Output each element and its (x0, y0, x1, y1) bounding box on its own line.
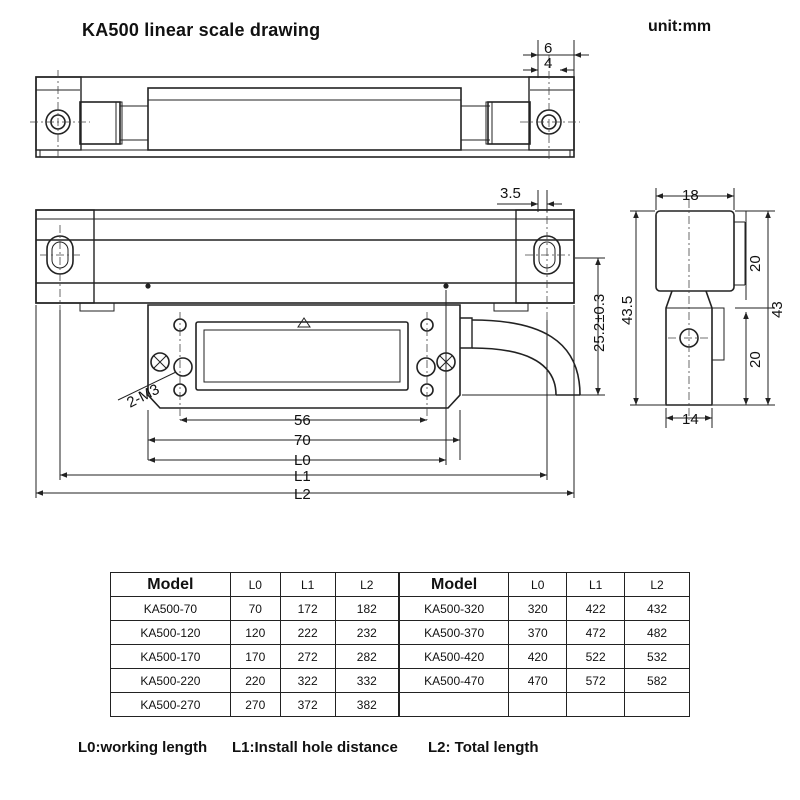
header-l1: L1 (566, 572, 626, 597)
dim-3-5: 3.5 (500, 185, 521, 202)
header-l0: L0 (508, 572, 568, 597)
model-cell: KA500-270 (110, 692, 231, 717)
l0-cell (508, 692, 568, 717)
legend-l2: L2: Total length (428, 739, 539, 756)
legend-l0: L0:working length (78, 739, 208, 756)
model-cell: KA500-170 (110, 644, 231, 669)
dim-l2: L2 (294, 486, 311, 503)
l0-cell: 120 (229, 620, 281, 645)
legend-l1: L1:Install hole distance (232, 739, 398, 756)
l2-cell (624, 692, 690, 717)
l2-cell: 532 (624, 644, 690, 669)
dim-l0: L0 (294, 452, 311, 469)
dim-2-m3: 2-M3 (124, 381, 162, 412)
dim-43: 43 (769, 301, 786, 318)
technical-drawing: 6 4 (30, 40, 786, 503)
header-l2: L2 (334, 572, 400, 597)
l0-cell: 170 (229, 644, 281, 669)
l1-cell: 172 (279, 596, 336, 621)
l1-cell: 372 (279, 692, 336, 717)
table-row: KA500-170 170 272 282 KA500-420 420 522 … (110, 644, 690, 669)
dim-56: 56 (294, 412, 311, 429)
l1-cell: 222 (279, 620, 336, 645)
dim-20-upper: 20 (747, 255, 764, 272)
model-table: Model L0 L1 L2 Model L0 L1 L2 KA500-70 7… (110, 572, 690, 717)
table-row: KA500-270 270 372 382 (110, 692, 690, 717)
header-l2: L2 (624, 572, 690, 597)
dim-18: 18 (682, 187, 699, 204)
dim-l1: L1 (294, 468, 311, 485)
dim-6: 6 (544, 40, 552, 57)
l2-cell: 382 (334, 692, 400, 717)
dim-43-5: 43.5 (619, 296, 636, 325)
l2-cell: 182 (334, 596, 400, 621)
front-dims (35, 190, 605, 498)
table-row: KA500-220 220 322 332 KA500-470 470 572 … (110, 668, 690, 693)
front-view-centerlines (40, 200, 570, 420)
dim-20-lower: 20 (747, 351, 764, 368)
model-cell: KA500-70 (110, 596, 231, 621)
table-row: KA500-70 70 172 182 KA500-320 320 422 43… (110, 596, 690, 621)
l0-cell: 370 (508, 620, 568, 645)
model-cell (397, 692, 510, 717)
table-header-row: Model L0 L1 L2 Model L0 L1 L2 (110, 572, 690, 597)
dim-14: 14 (682, 411, 699, 428)
l0-cell: 270 (229, 692, 281, 717)
model-cell: KA500-420 (397, 644, 510, 669)
front-view (35, 209, 581, 409)
dim-4: 4 (544, 55, 552, 72)
side-view-centerline (668, 200, 712, 420)
l2-cell: 432 (624, 596, 690, 621)
header-l0: L0 (229, 572, 281, 597)
l2-cell: 232 (334, 620, 400, 645)
top-view (35, 76, 575, 158)
l0-cell: 220 (229, 668, 281, 693)
model-cell: KA500-470 (397, 668, 510, 693)
model-cell: KA500-370 (397, 620, 510, 645)
table-row: KA500-120 120 222 232 KA500-370 370 472 … (110, 620, 690, 645)
l0-cell: 420 (508, 644, 568, 669)
l1-cell: 572 (566, 668, 626, 693)
model-cell: KA500-320 (397, 596, 510, 621)
header-model: Model (397, 572, 510, 597)
l1-cell: 522 (566, 644, 626, 669)
dim-25-2: 25.2±0.3 (591, 294, 608, 352)
side-dims (630, 188, 775, 428)
dim-70: 70 (294, 432, 311, 449)
model-cell: KA500-120 (110, 620, 231, 645)
l2-cell: 332 (334, 668, 400, 693)
l1-cell: 322 (279, 668, 336, 693)
header-model: Model (110, 572, 231, 597)
top-view-centerlines (30, 55, 580, 160)
l1-cell (566, 692, 626, 717)
side-view (655, 210, 746, 406)
l0-cell: 70 (229, 596, 281, 621)
top-dims (523, 40, 589, 78)
model-cell: KA500-220 (110, 668, 231, 693)
l2-cell: 482 (624, 620, 690, 645)
l1-cell: 472 (566, 620, 626, 645)
l0-cell: 320 (508, 596, 568, 621)
unit-label: unit:mm (648, 18, 712, 35)
drawing-title: KA500 linear scale drawing (82, 20, 321, 40)
l1-cell: 272 (279, 644, 336, 669)
header-l1: L1 (279, 572, 336, 597)
l0-cell: 470 (508, 668, 568, 693)
l1-cell: 422 (566, 596, 626, 621)
l2-cell: 282 (334, 644, 400, 669)
l2-cell: 582 (624, 668, 690, 693)
